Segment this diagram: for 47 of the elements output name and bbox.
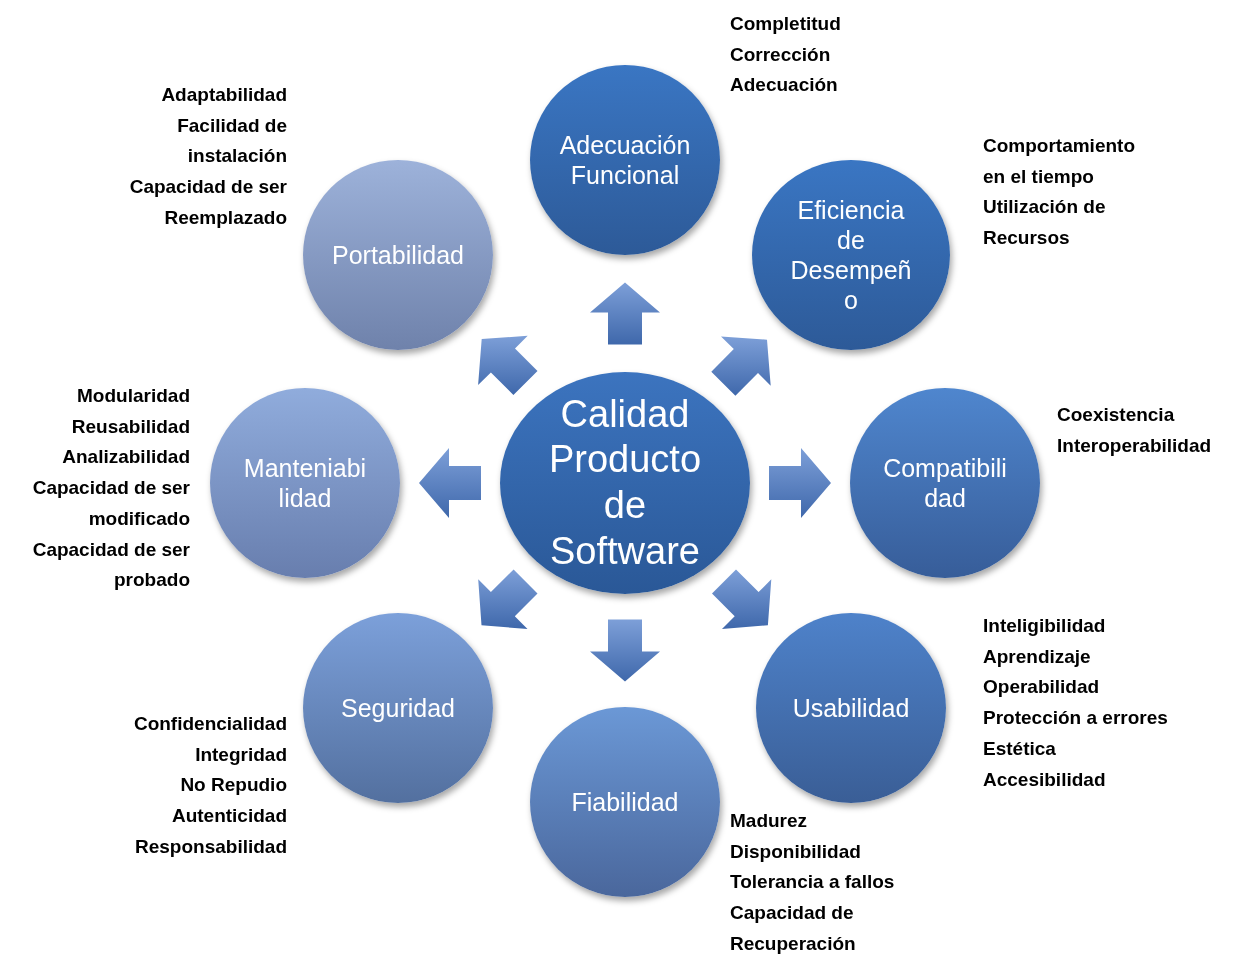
attribute-text: Accesibilidad: [983, 767, 1106, 792]
category-label: Compatibilidad: [882, 453, 1008, 513]
attribute-text: Coexistencia: [1057, 403, 1175, 427]
attribute-text: Aprendizaje: [983, 644, 1091, 669]
attribute-text: Protección a errores: [983, 706, 1168, 731]
category-label: Seguridad: [340, 693, 456, 723]
attribute-text: Estética: [983, 736, 1056, 761]
block-arrow: [419, 448, 481, 518]
attribute-text: Capacidad de ser Reemplazado: [128, 175, 287, 230]
block-arrow: [478, 569, 538, 629]
block-arrow: [712, 569, 772, 629]
attribute-text: No Repudio: [180, 773, 287, 798]
block-arrow: [478, 335, 538, 395]
attribute-text: Capacidad de ser modificado: [31, 476, 190, 531]
block-arrow: [769, 448, 831, 518]
block-arrow: [590, 619, 660, 682]
category-label: Fiabilidad: [570, 787, 680, 817]
attribute-text: Responsabilidad: [134, 834, 287, 859]
attribute-text: Capacidad de Recuperación: [730, 901, 857, 956]
attribute-text: Interoperabilidad: [1057, 433, 1212, 458]
attribute-text: Confidencialidad: [133, 712, 287, 736]
attribute-text: Corrección: [730, 42, 831, 67]
category-label: Eficiencia de Desempeño: [789, 195, 913, 315]
category-label: Portabilidad: [331, 240, 465, 270]
attribute-text: Madurez: [730, 809, 808, 833]
attribute-text: Completitud: [730, 12, 841, 36]
attribute-text: Facilidad de instalación: [176, 113, 287, 169]
attribute-text: Utilización de Recursos: [983, 195, 1107, 251]
attribute-text: Autenticidad: [171, 804, 287, 829]
attribute-text: Inteligibilidad: [983, 614, 1106, 638]
attribute-text: Operabilidad: [983, 675, 1100, 700]
attribute-text: Integridad: [195, 742, 287, 767]
attribute-text: Analizabilidad: [62, 445, 190, 470]
category-label: Manteniabilidad: [242, 453, 368, 513]
attribute-text: Disponibilidad: [730, 839, 861, 864]
attribute-text: Reusabilidad: [71, 414, 190, 439]
block-arrow: [711, 336, 771, 396]
block-arrow: [590, 282, 660, 345]
central-title: Calidad Producto de Software: [547, 391, 703, 574]
category-label: Adecuación Funcional: [558, 130, 692, 190]
attribute-text: Modularidad: [77, 384, 190, 408]
attribute-text: Adecuación: [730, 73, 838, 98]
attribute-text: Capacidad de ser probado: [31, 537, 190, 593]
attribute-text: Comportamiento en el tiempo: [983, 134, 1135, 189]
attribute-text: Adaptabilidad: [161, 83, 287, 107]
category-label: Usabilidad: [791, 693, 911, 723]
attribute-text: Tolerancia a fallos: [730, 870, 895, 895]
